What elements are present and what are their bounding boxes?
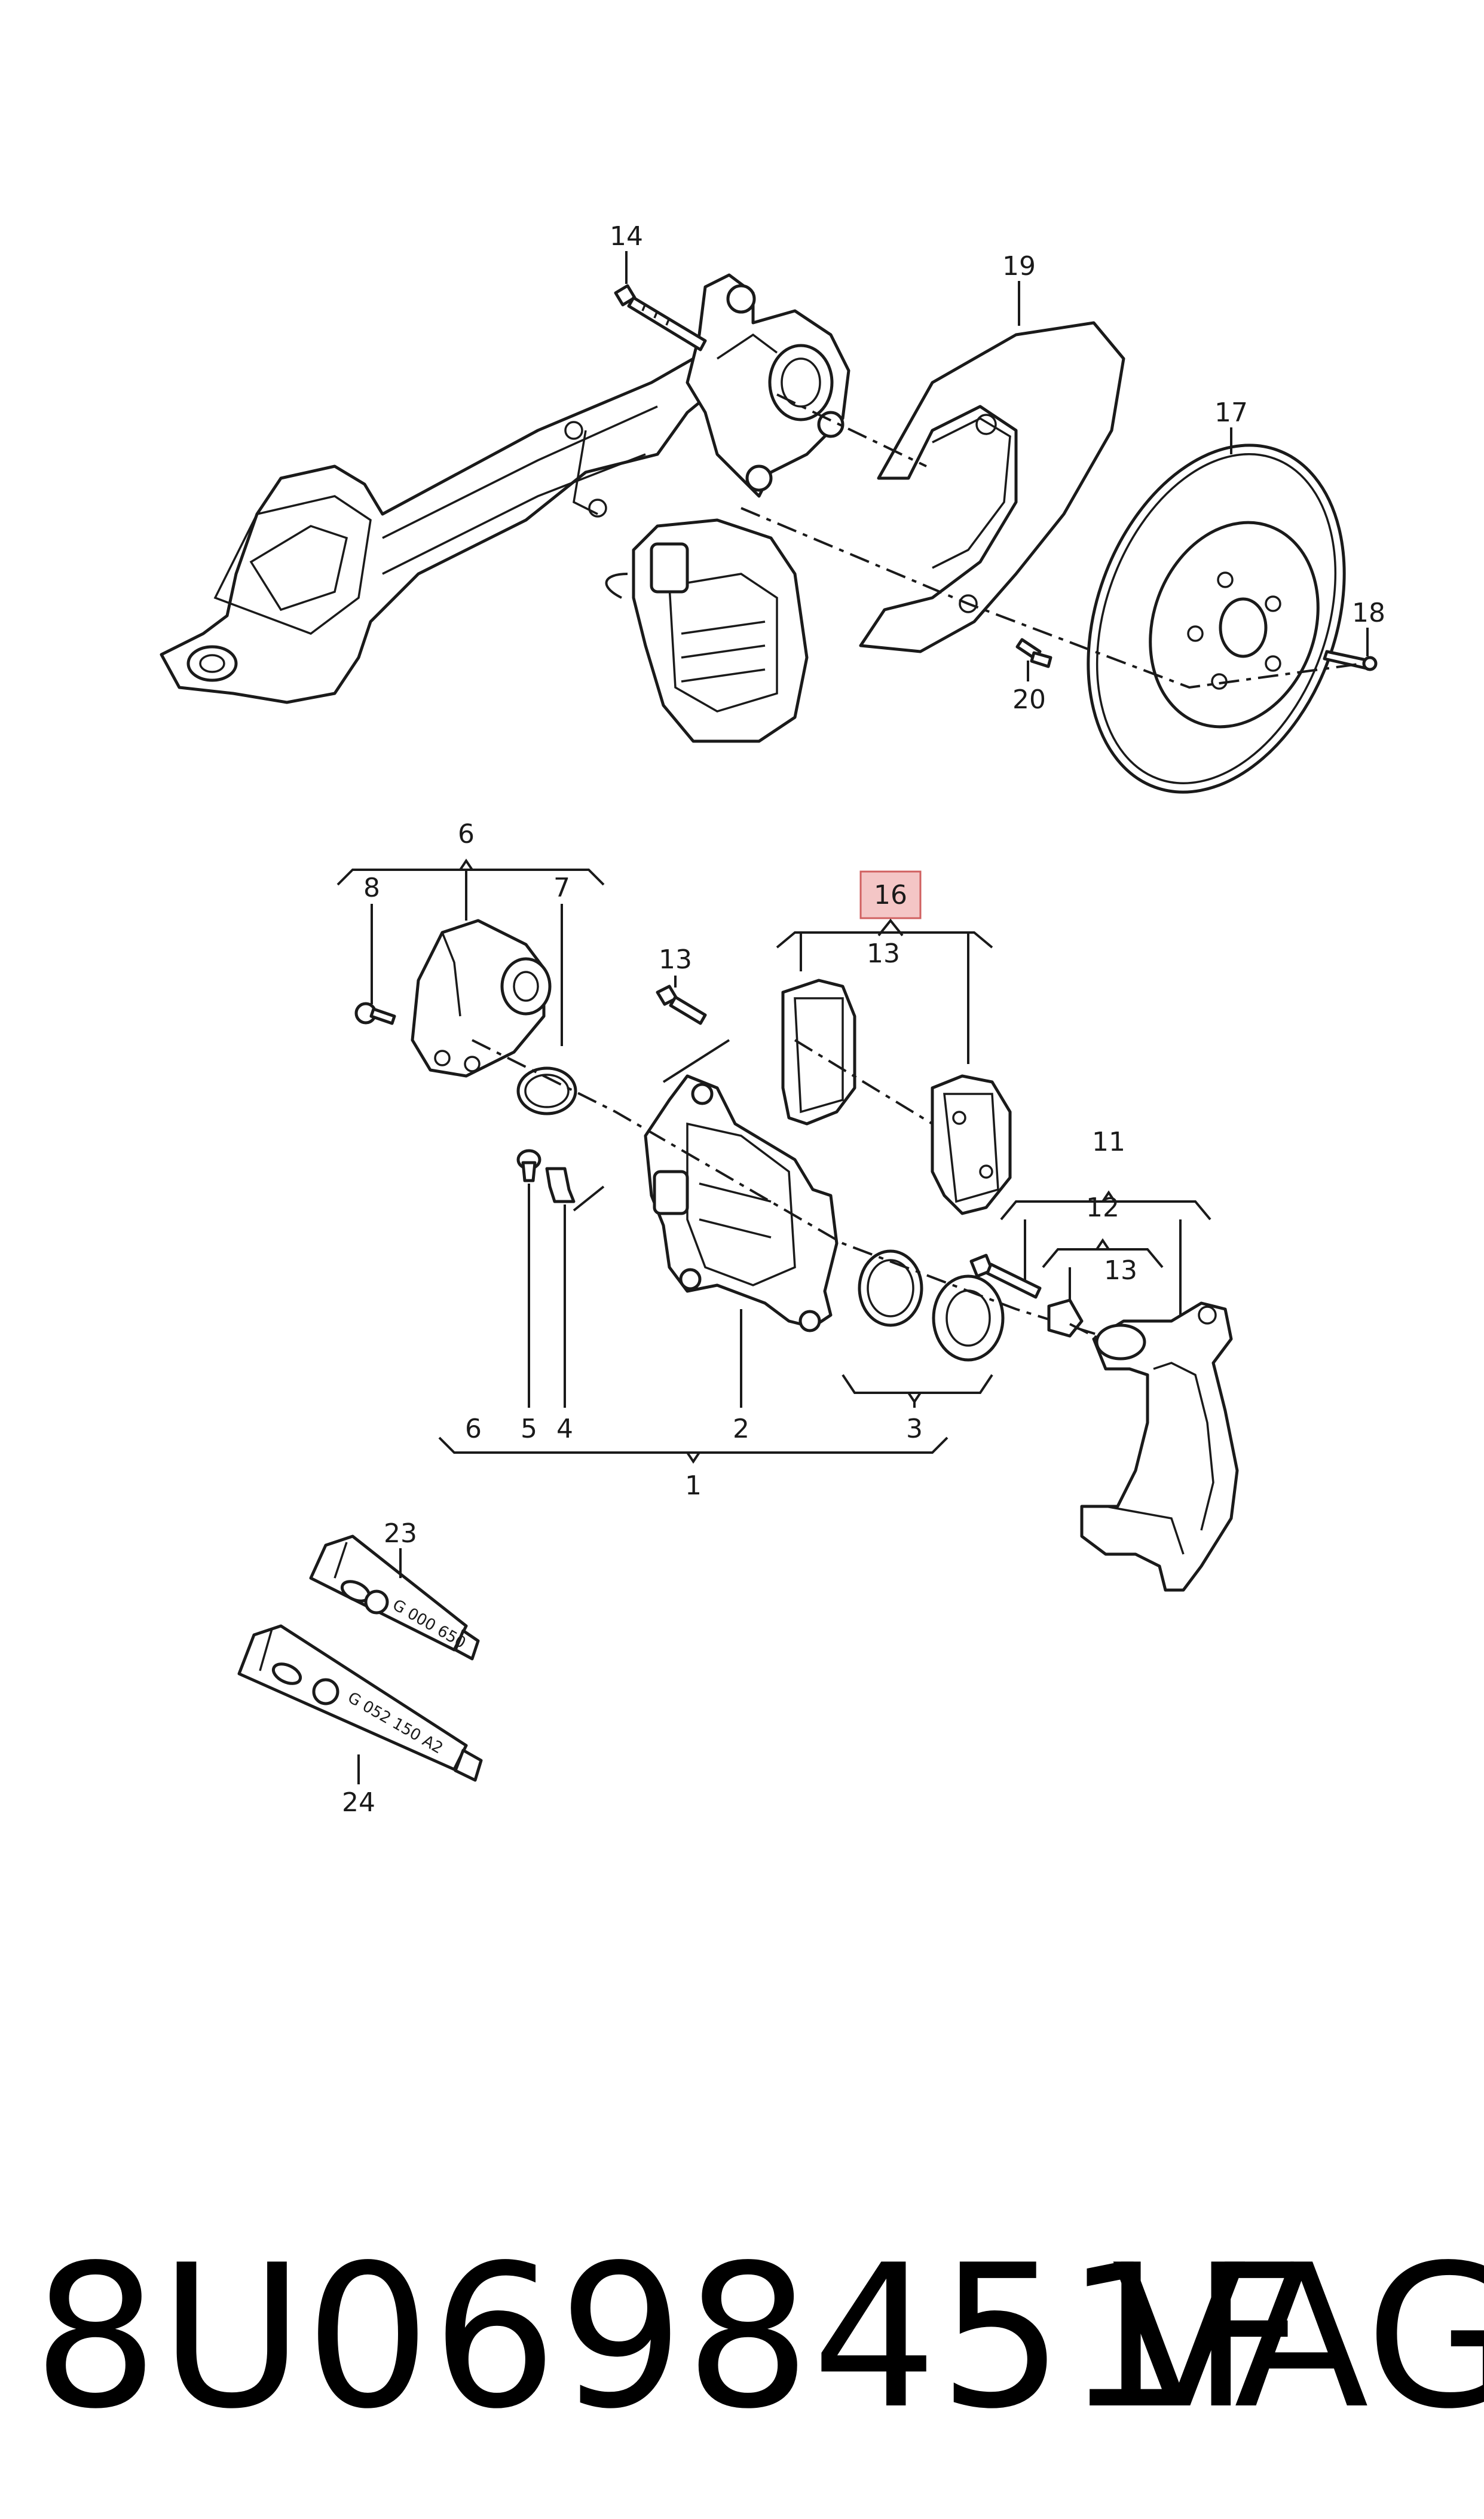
callout-18: 18 [1352, 598, 1385, 628]
wheel-carrier [686, 273, 850, 498]
footer: 8U0698451F VAG [0, 2212, 1484, 2487]
brake-pad-inner [781, 979, 856, 1126]
caliper-top [605, 518, 809, 743]
callout-13-carrier: 13 [1104, 1255, 1137, 1286]
callout-13-pads: 13 [867, 938, 900, 969]
bolt-13 [656, 985, 707, 1025]
exploded-parts-diagram: 14 19 17 18 20 6 8 7 [160, 221, 1385, 1818]
callout-6-top: 6 [458, 819, 475, 849]
callout-12: 12 [1086, 1193, 1119, 1223]
bleed-screw-5 [516, 1149, 541, 1182]
callout-4: 4 [556, 1414, 573, 1444]
brake-disc [1087, 444, 1346, 794]
callout-14: 14 [610, 221, 643, 252]
callout-2: 2 [733, 1414, 749, 1444]
seal-ring [858, 1249, 923, 1327]
caliper-housing [644, 1074, 839, 1332]
callout-23: 23 [384, 1518, 417, 1549]
bolt-20 [1015, 638, 1052, 668]
sensor-4 [545, 1167, 576, 1203]
callout-24: 24 [342, 1787, 375, 1818]
screw-18 [1323, 650, 1378, 671]
callout-8: 8 [363, 873, 380, 903]
callout-13-bolt: 13 [659, 944, 692, 975]
grease-tube-23: G 000 650 [309, 1534, 480, 1661]
guide-pin [969, 1254, 1042, 1299]
callout-11: 11 [1092, 1127, 1125, 1157]
brake-pad-outer [931, 1074, 1012, 1215]
callout-16-highlight [859, 870, 922, 919]
callout-19: 19 [1002, 251, 1036, 282]
screw-8 [354, 1002, 396, 1025]
bushing-12 [1047, 1298, 1084, 1338]
part-number: 8U0698451F [33, 2223, 1307, 2452]
callout-6-bottom: 6 [465, 1414, 482, 1444]
grease-tube-24: G 052 150 A2 [237, 1624, 483, 1782]
callout-20: 20 [1012, 684, 1046, 715]
brand-name: VAG [1112, 2223, 1484, 2452]
callout-5: 5 [521, 1414, 537, 1444]
callout-16: 16 [874, 880, 907, 910]
callout-3: 3 [906, 1414, 923, 1444]
trailing-arm [160, 345, 740, 704]
parking-brake-motor [411, 919, 552, 1078]
callout-17: 17 [1214, 398, 1248, 428]
brake-carrier [1080, 1301, 1239, 1592]
bolt-14 [614, 284, 707, 351]
splash-shield [859, 321, 1125, 653]
callout-1: 1 [685, 1471, 702, 1501]
piston-seal [932, 1274, 1005, 1362]
callout-7: 7 [553, 873, 570, 903]
